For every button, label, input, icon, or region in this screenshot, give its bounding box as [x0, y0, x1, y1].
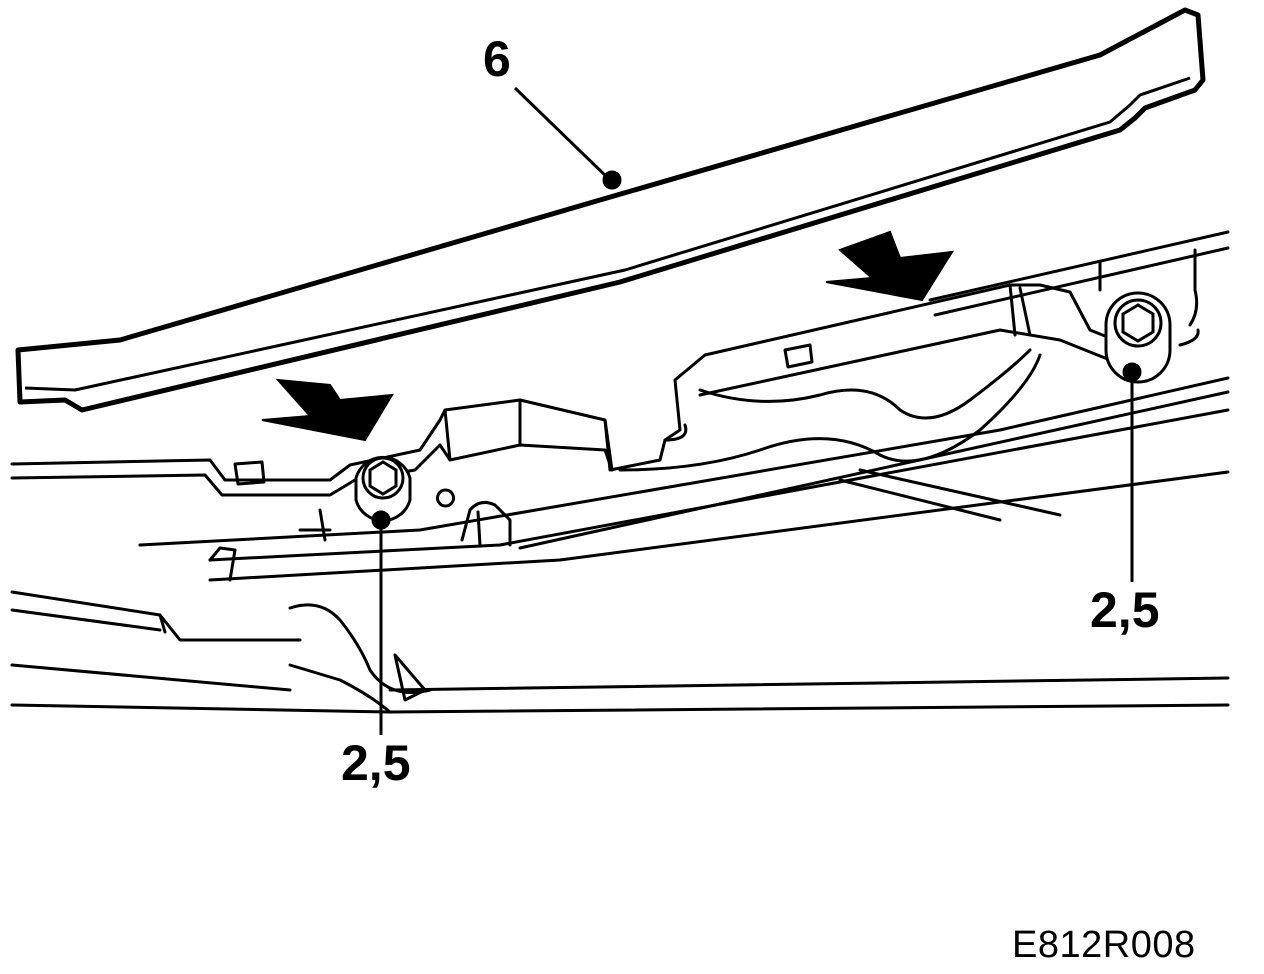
sill-tube-2: [208, 408, 1230, 562]
floor-rail-upper: [388, 676, 1230, 692]
small-hole: [436, 488, 455, 508]
leader-part-6: [513, 86, 612, 182]
sill-tube-1: [138, 376, 1230, 547]
mounting-flange-inner: [10, 443, 614, 497]
leader-dot-bolt-right: [1122, 362, 1142, 382]
cross-member-2: [858, 468, 1062, 517]
leader-dot-bolt-left: [371, 510, 391, 530]
rear-panel-line-2: [1188, 248, 1199, 327]
lower-panel-line-3: [158, 613, 167, 634]
torque-label-right: 2,5: [1090, 582, 1160, 638]
down-right-arrow-icon: [825, 230, 954, 302]
bracket-step-right-2: [1008, 283, 1017, 337]
bracket-notch-right-2: [1178, 328, 1200, 347]
bolt-right-hex: [1121, 303, 1155, 343]
bracket-step-mid: [603, 418, 614, 472]
floor-rail-lower: [388, 703, 1230, 714]
part-number-label: 6: [483, 31, 511, 87]
trim-strip-6: [15, 7, 1206, 413]
lower-panel-curve: [288, 603, 432, 694]
bracket-step-right: [1018, 286, 1032, 337]
sill-tube-end: [208, 546, 237, 582]
upper-edge-line-2: [933, 246, 1230, 317]
bracket-slot-right: [783, 343, 814, 369]
lower-panel-line-2: [10, 608, 162, 632]
small-tab-2: [476, 510, 482, 547]
cross-member: [838, 478, 1002, 522]
left-lower-bracket: [318, 508, 327, 542]
trim-strip-outline: [15, 7, 1206, 413]
leader-dot-part-6: [602, 170, 622, 190]
bolt-head-icon: [1104, 291, 1172, 384]
lower-rail-wave: [698, 348, 1032, 420]
trim-strip-inner-line: [24, 76, 1191, 392]
body-structure: [10, 230, 1230, 714]
lower-panel-line-4: [10, 663, 292, 692]
bracket-step-left: [443, 408, 452, 462]
torque-label-left: 2,5: [341, 735, 411, 791]
down-right-arrow-icon: [261, 378, 394, 442]
mounting-flange: [10, 283, 1117, 482]
sill-tube-4: [518, 390, 1230, 550]
bracket-edge-right: [698, 328, 1112, 397]
lower-panel-line-5: [10, 703, 392, 714]
bolts: [354, 291, 1172, 523]
lower-rail-wave-2: [618, 353, 1042, 472]
leader-lines: [371, 86, 1142, 735]
figure-code: E812R008: [1012, 924, 1196, 966]
small-tab: [460, 500, 512, 547]
bracket-notch-right: [663, 423, 688, 442]
direction-arrows: [261, 230, 954, 442]
bolt-left-hex: [368, 460, 398, 496]
lower-panel-tab: [393, 653, 427, 702]
lower-panel-line-1: [10, 590, 302, 642]
lower-panel-curve-2: [288, 663, 392, 714]
bracket-slot-left: [233, 460, 266, 486]
bolt-head-icon: [354, 455, 412, 523]
upper-edge-line: [928, 230, 1230, 302]
